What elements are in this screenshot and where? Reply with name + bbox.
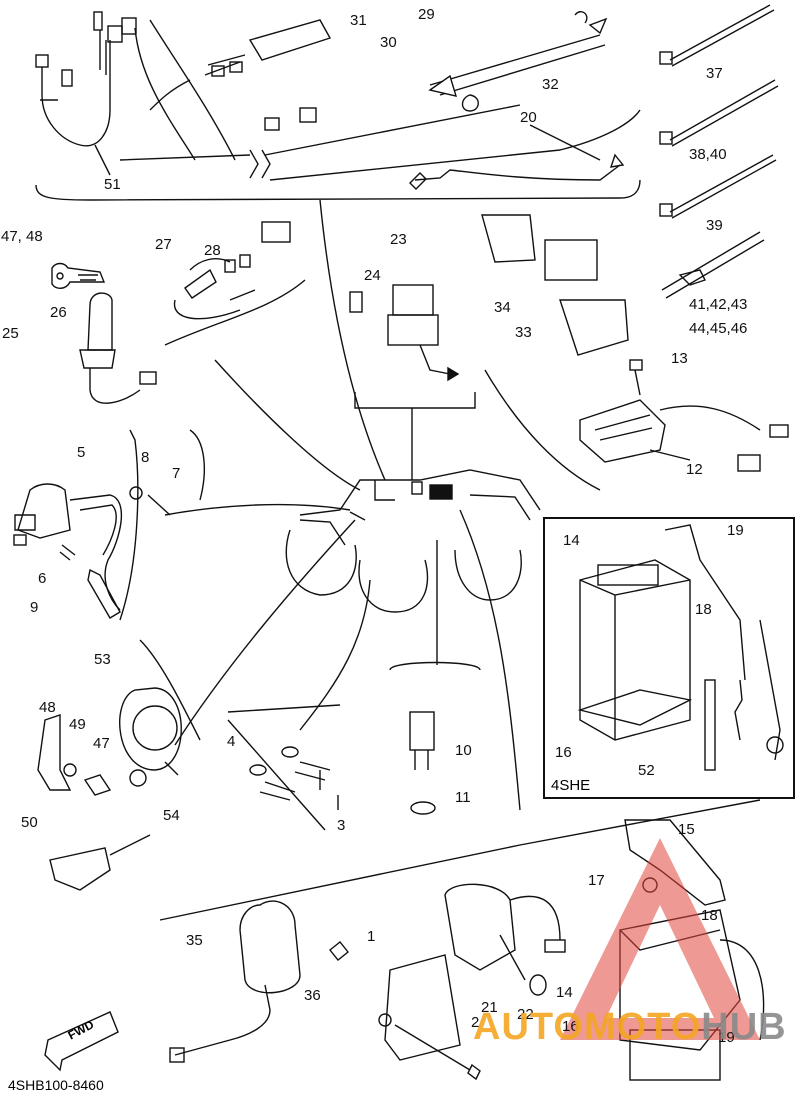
callout-51: 51 — [104, 176, 121, 193]
callout-44-46: 44,45,46 — [689, 320, 748, 337]
callout-41-43: 41,42,43 — [689, 296, 748, 313]
callout-53: 53 — [94, 651, 111, 668]
callout-28: 28 — [204, 242, 221, 259]
callout-33: 33 — [515, 324, 532, 341]
callout-47-48: 47, 48 — [1, 228, 43, 245]
callout-52: 52 — [638, 762, 655, 779]
wire-harness-top — [35, 11, 641, 201]
callout-31: 31 — [350, 12, 367, 29]
callout-50: 50 — [21, 814, 38, 831]
callout-2: 2 — [471, 1014, 480, 1031]
callout-9: 9 — [30, 599, 39, 616]
callout-10: 10 — [455, 742, 472, 759]
callout-30: 30 — [380, 34, 397, 51]
callout-20: 20 — [520, 109, 537, 126]
callout-24: 24 — [364, 267, 381, 284]
callout-8: 8 — [141, 449, 150, 466]
callout-5: 5 — [77, 444, 86, 461]
watermark-main: AUTOMOTO — [473, 1006, 702, 1048]
callout-3: 3 — [337, 817, 346, 834]
callout-38-40: 38,40 — [689, 146, 727, 163]
callout-12: 12 — [686, 461, 703, 478]
thermo-switch — [389, 661, 481, 815]
fwd-arrow-icon — [44, 1011, 119, 1072]
callout-18: 18 — [695, 601, 712, 618]
callout-19b: 19 — [718, 1029, 735, 1046]
callout-47: 47 — [93, 735, 110, 752]
callout-36: 36 — [304, 987, 321, 1004]
callout-27: 27 — [155, 236, 172, 253]
callout-29: 29 — [418, 6, 435, 23]
callout-26: 26 — [50, 304, 67, 321]
callout-22: 22 — [517, 1006, 534, 1023]
callout-16b: 16 — [562, 1018, 579, 1035]
callout-14: 14 — [563, 532, 580, 549]
callout-6: 6 — [38, 570, 47, 587]
callout-23: 23 — [390, 231, 407, 248]
watermark-logo: AUTOMOTOHUB — [473, 1008, 787, 1046]
leader-lines — [164, 199, 521, 811]
battery-sub-box — [543, 517, 795, 799]
callout-19: 19 — [727, 522, 744, 539]
sub-box-label: 4SHE — [551, 777, 591, 794]
callout-18b: 18 — [701, 907, 718, 924]
callout-32: 32 — [542, 76, 559, 93]
callout-54: 54 — [163, 807, 180, 824]
cable-ties — [659, 4, 779, 299]
key-and-switch — [51, 221, 306, 404]
ignition-coil — [13, 429, 205, 621]
rectifier-regulator — [579, 359, 789, 472]
vehicle-outline — [285, 469, 541, 613]
callout-13: 13 — [671, 350, 688, 367]
callout-14b: 14 — [556, 984, 573, 1001]
diagram-code: 4SHB100-8460 — [8, 1077, 104, 1093]
watermark-triangle-icon — [560, 838, 760, 1040]
callout-11: 11 — [455, 789, 471, 806]
callout-48: 48 — [39, 699, 56, 716]
relay-and-couplers — [349, 214, 629, 491]
callout-37: 37 — [706, 65, 723, 82]
callout-49: 49 — [69, 716, 86, 733]
callout-39: 39 — [706, 217, 723, 234]
callout-1: 1 — [367, 928, 376, 945]
callout-34: 34 — [494, 299, 511, 316]
callout-35: 35 — [186, 932, 203, 949]
callout-25: 25 — [2, 325, 19, 342]
callout-7: 7 — [172, 465, 181, 482]
horn-assembly — [37, 639, 341, 891]
callout-17: 17 — [588, 872, 605, 889]
callout-4: 4 — [227, 733, 236, 750]
callout-16: 16 — [555, 744, 572, 761]
callout-21: 21 — [481, 999, 498, 1016]
callout-15: 15 — [678, 821, 695, 838]
watermark-suffix: HUB — [701, 1006, 787, 1048]
